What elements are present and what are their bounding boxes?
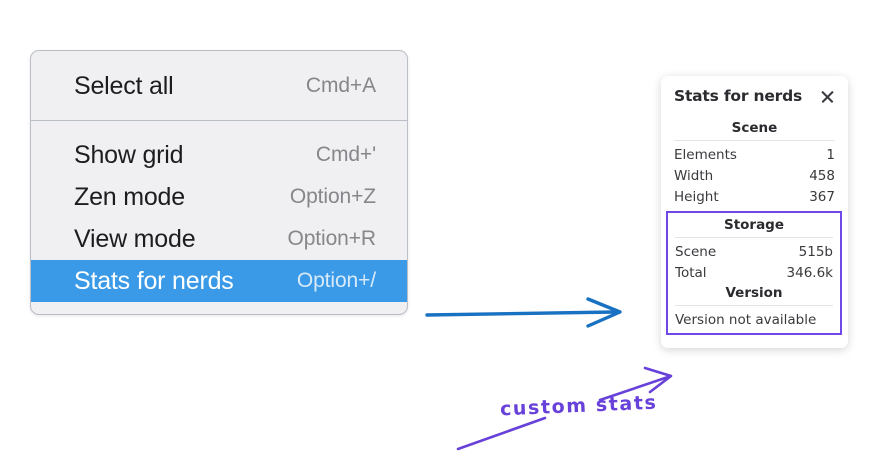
stat-key: Width	[674, 167, 714, 184]
menu-item-select-all[interactable]: Select all Cmd+A	[31, 65, 407, 107]
menu-item-label: Zen mode	[74, 182, 185, 211]
stat-value: 367	[809, 188, 835, 205]
stat-row-width: Width 458	[672, 165, 837, 186]
menu-item-shortcut: Cmd+A	[305, 74, 376, 97]
menu-item-shortcut: Option+Z	[289, 185, 376, 208]
menu-item-shortcut: Option+R	[287, 227, 376, 250]
stat-key: Height	[674, 188, 719, 205]
stats-for-nerds-panel: Stats for nerds Scene Elements 1 Width 4…	[661, 76, 848, 348]
context-menu[interactable]: Select all Cmd+A Show grid Cmd+' Zen mod…	[30, 50, 408, 315]
stat-value: 346.6k	[786, 264, 833, 281]
menu-item-label: View mode	[74, 224, 196, 253]
stat-key: Total	[675, 264, 707, 281]
menu-item-label: Stats for nerds	[74, 266, 234, 295]
stats-panel-title: Stats for nerds	[674, 87, 803, 105]
menu-item-zen-mode[interactable]: Zen mode Option+Z	[31, 176, 407, 218]
stat-value: 1	[826, 146, 835, 163]
stat-row-height: Height 367	[672, 186, 837, 207]
stat-row-elements: Elements 1	[672, 144, 837, 165]
scene-section-heading: Scene	[731, 120, 778, 136]
stat-value: 515b	[798, 243, 833, 260]
custom-stats-annotation-label: custom stats	[499, 391, 658, 421]
menu-item-shortcut: Cmd+'	[315, 143, 376, 166]
menu-item-shortcut: Option+/	[296, 269, 376, 292]
menu-item-label: Select all	[74, 71, 174, 100]
blue-arrow-annotation	[425, 297, 622, 328]
stats-panel-header: Stats for nerds	[672, 87, 837, 105]
stat-value: 458	[809, 167, 835, 184]
version-text: Version not available	[675, 312, 817, 328]
stat-key: Elements	[674, 146, 737, 163]
storage-divider	[675, 237, 833, 238]
menu-item-view-mode[interactable]: View mode Option+R	[31, 218, 407, 260]
menu-item-stats-for-nerds[interactable]: Stats for nerds Option+/	[31, 260, 407, 302]
custom-stats-highlight-box: Storage Scene 515b Total 346.6k Version …	[666, 211, 842, 335]
menu-section-top: Select all Cmd+A	[31, 51, 407, 120]
menu-item-label: Show grid	[74, 140, 184, 169]
menu-section-bottom: Show grid Cmd+' Zen mode Option+Z View m…	[31, 121, 407, 314]
stat-key: Scene	[675, 243, 717, 260]
storage-section-heading: Storage	[723, 217, 785, 233]
scene-divider	[674, 140, 835, 141]
menu-divider	[31, 120, 407, 121]
stat-row-storage-total: Total 346.6k	[673, 262, 835, 283]
version-section-heading: Version	[725, 285, 783, 301]
purple-underline-annotation	[456, 416, 547, 451]
version-divider	[675, 305, 833, 306]
stat-row-storage-scene: Scene 515b	[673, 241, 835, 262]
menu-item-show-grid[interactable]: Show grid Cmd+'	[31, 134, 407, 176]
close-icon[interactable]	[819, 88, 836, 105]
